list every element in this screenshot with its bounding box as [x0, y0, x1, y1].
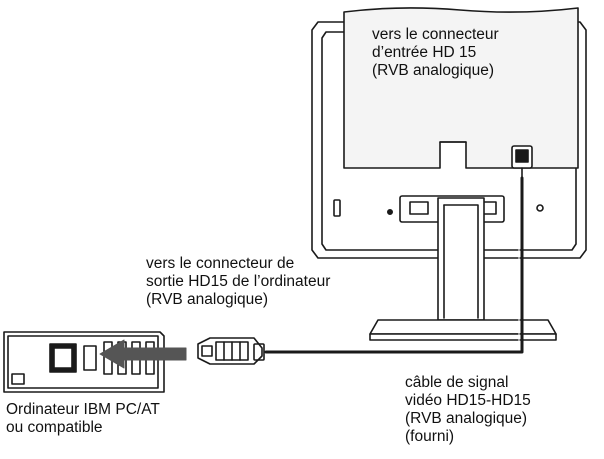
computer-rear — [3, 331, 165, 393]
monitor-rear — [311, 7, 587, 341]
cable-label: câble de signal vidéo HD15-HD15 (RVB ana… — [405, 374, 531, 445]
computer-label: Ordinateur IBM PC/AT ou compatible — [6, 401, 160, 436]
computer-output-label: vers le connecteur de sortie HD15 de l’o… — [146, 255, 331, 308]
monitor-input-label: vers le connecteur d’entrée HD 15 (RVB a… — [372, 26, 499, 79]
video-cable — [197, 145, 533, 365]
insertion-arrow — [99, 339, 187, 369]
